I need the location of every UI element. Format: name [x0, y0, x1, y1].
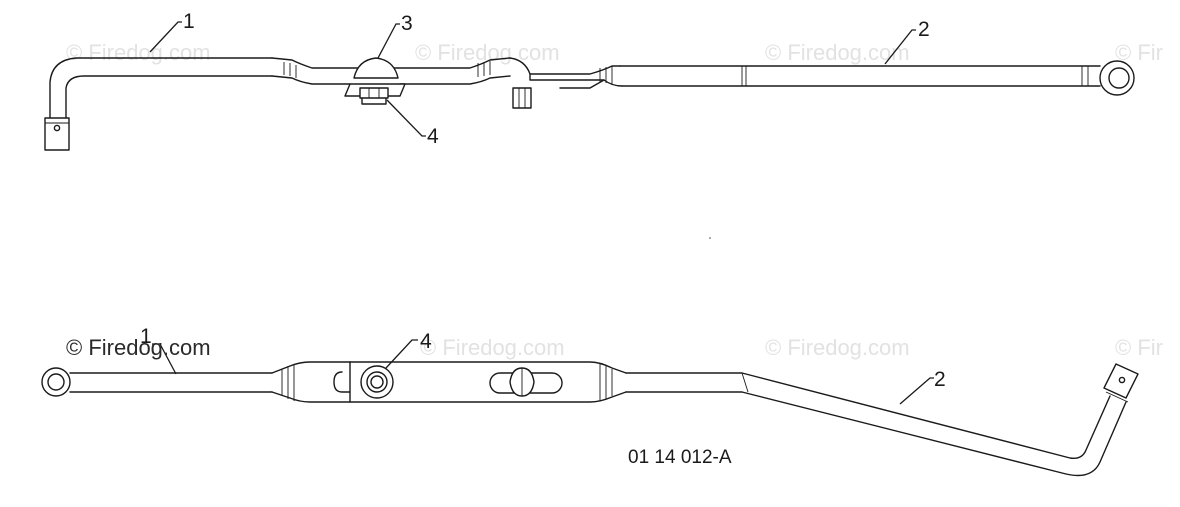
bottom-leader-1 — [152, 343, 177, 375]
bottom-slot-left — [333, 371, 351, 393]
bottom-callout-1: 1 — [140, 325, 152, 348]
bottom-nut-bore — [370, 375, 384, 389]
top-swage-ribs — [283, 61, 491, 78]
top-callout-2: 2 — [918, 18, 930, 41]
stray-dot — [709, 237, 711, 239]
top-ball-joint-inner — [1108, 67, 1130, 89]
top-leader-3 — [377, 23, 400, 59]
top-ball-joint-outer — [1099, 60, 1135, 96]
bottom-nut-inner — [366, 371, 388, 393]
top-leader-4 — [386, 99, 426, 137]
watermark-top-1: © Firedog.com — [66, 40, 211, 65]
top-leader-1 — [149, 21, 182, 53]
top-swage-right — [529, 65, 623, 89]
top-rod-2 — [619, 65, 1101, 87]
bottom-leader-2 — [899, 377, 934, 405]
bottom-callout-2: 2 — [934, 368, 946, 391]
top-bolt-head — [353, 57, 399, 79]
bottom-callout-4: 4 — [420, 330, 432, 353]
watermark-top-4: © Fir — [1115, 40, 1163, 65]
top-right-swage-ribs — [599, 66, 613, 85]
top-nut — [359, 87, 389, 99]
top-callout-4: 4 — [427, 125, 439, 148]
top-callout-3: 3 — [401, 12, 413, 35]
copyright-watermark: © Firedog.com — [66, 335, 211, 360]
bottom-rod-2 — [625, 372, 1127, 477]
bottom-ball-joint-outer — [41, 367, 71, 397]
bottom-sleeve — [271, 361, 627, 403]
top-assembly: 1 2 3 4 — [44, 10, 1135, 151]
watermark-layer: © Firedog.com © Firedog.com © Firedog.co… — [66, 40, 1163, 360]
watermark-bottom-3: © Firedog.com — [765, 335, 910, 360]
bottom-leader-4 — [385, 339, 418, 369]
bottom-rod-2-tab-hole — [1118, 376, 1126, 384]
bottom-sleeve-ribs — [281, 364, 613, 401]
bottom-rod-1 — [69, 372, 273, 393]
top-clip — [512, 87, 532, 109]
watermark-top-3: © Firedog.com — [765, 40, 910, 65]
top-leader-2 — [884, 29, 916, 65]
bottom-assembly: 1 4 2 — [41, 325, 1139, 477]
top-rod-1-hole — [53, 124, 61, 132]
bottom-ball-joint-inner — [47, 373, 65, 391]
bottom-rod-2-tab — [1103, 363, 1139, 399]
top-callout-1: 1 — [183, 10, 195, 33]
bottom-tab-base — [1105, 391, 1129, 403]
watermark-bottom-2: © Firedog.com — [420, 335, 565, 360]
top-rod-1 — [49, 57, 273, 119]
part-number: 01 14 012-A — [628, 447, 732, 468]
watermark-bottom-4: © Fir — [1115, 335, 1163, 360]
bottom-rod-2-bend — [741, 372, 749, 393]
bottom-nut-outer — [360, 365, 394, 399]
